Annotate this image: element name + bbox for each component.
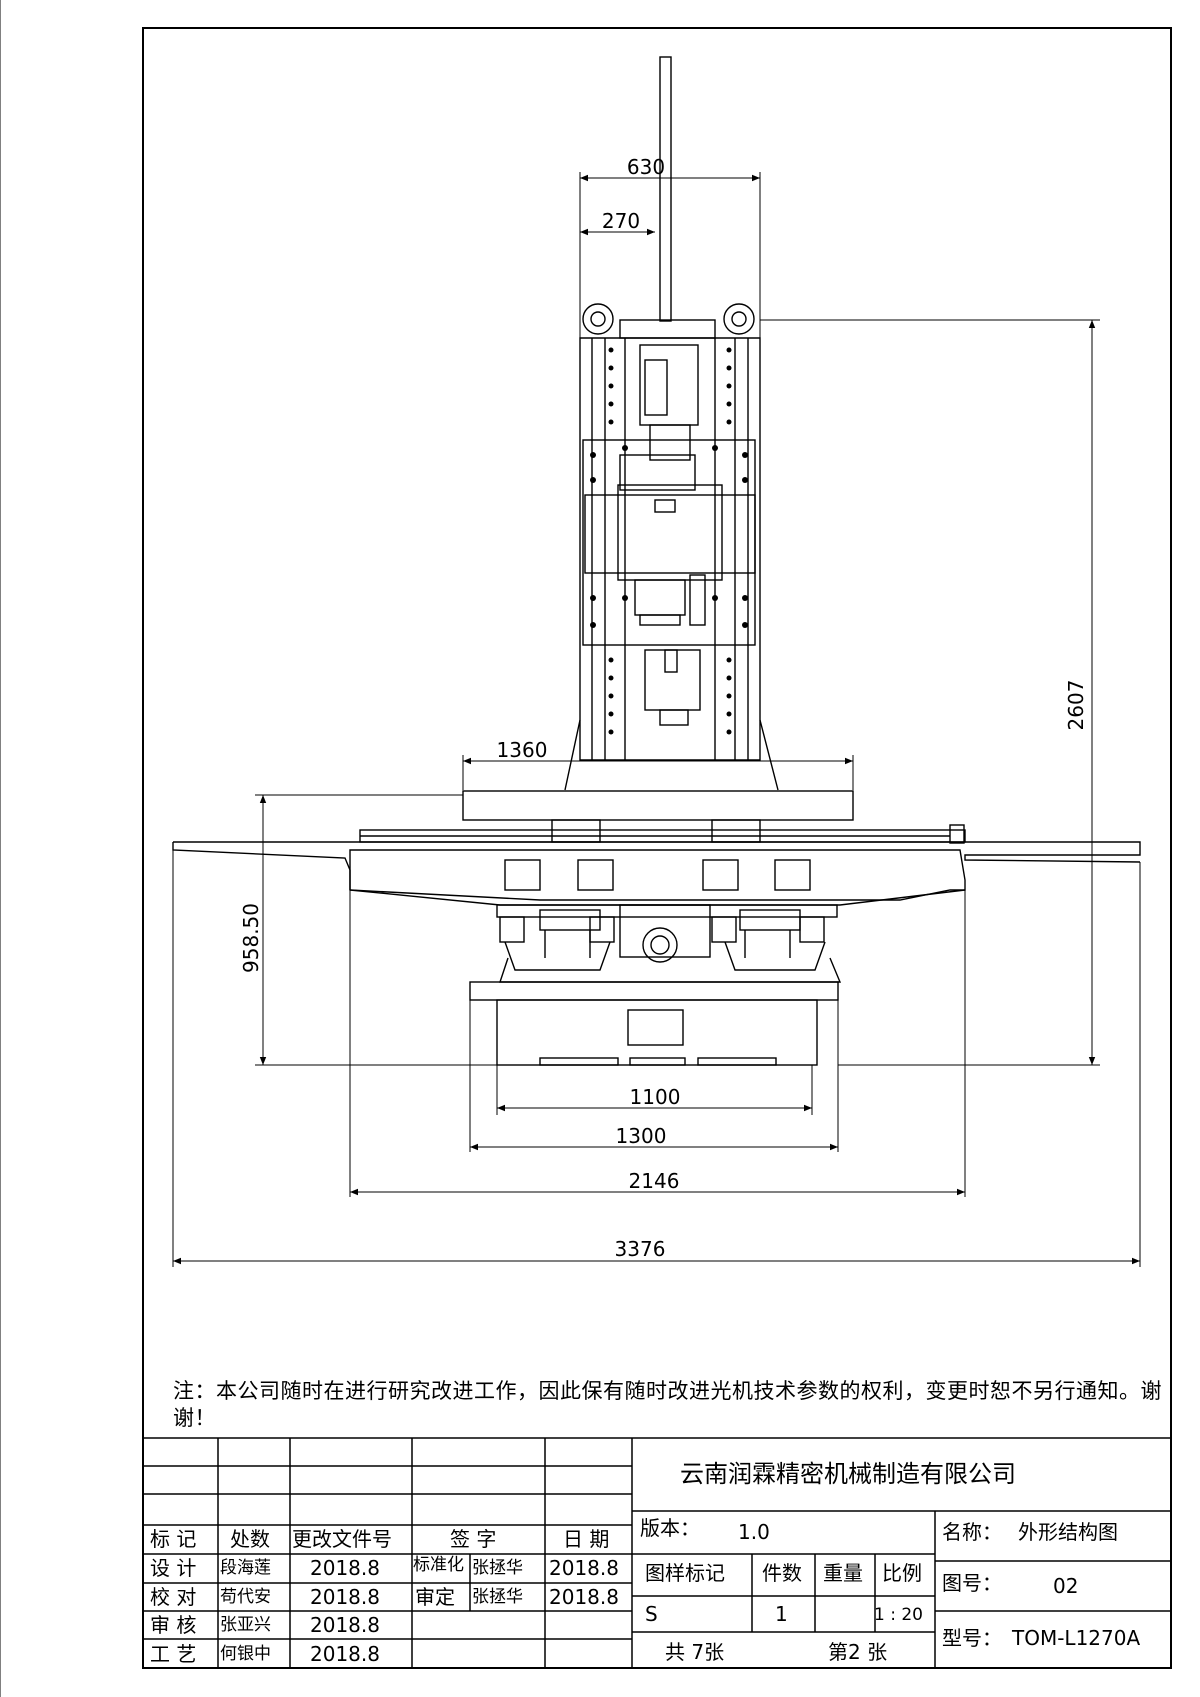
dim-1300: 1300 [616, 1124, 667, 1148]
dim-2607: 2607 [1064, 680, 1088, 731]
weight-label: 重量 [823, 1561, 863, 1585]
sample-mark-label: 图样标记 [645, 1561, 725, 1585]
name-check: 苟代安 [220, 1587, 271, 1607]
sample-mark-value: S [645, 1602, 658, 1626]
header-doc-no: 更改文件号 [292, 1527, 392, 1551]
model-label: 型号： [942, 1626, 1002, 1650]
date-check: 2018.8 [310, 1585, 380, 1609]
revision-note: 注：本公司随时在进行研究改进工作，因此保有随时改进光机技术参数的权利，变更时恕不… [173, 1379, 1162, 1430]
header-mark: 标 记 [150, 1527, 197, 1551]
role-check: 校 对 [150, 1585, 197, 1609]
dim-1360: 1360 [497, 738, 548, 762]
qty-value: 1 [775, 1602, 788, 1626]
dim-2146: 2146 [629, 1169, 680, 1193]
header-date: 日 期 [563, 1527, 610, 1551]
dim-270: 270 [602, 209, 640, 233]
name-label: 名称： [942, 1520, 1002, 1544]
drawing-no-label: 图号： [942, 1571, 1002, 1595]
dim-1100: 1100 [630, 1085, 681, 1109]
company-name: 云南润霖精密机械制造有限公司 [680, 1460, 1016, 1488]
sheets-total: 共 7张 [665, 1640, 725, 1664]
scale-label: 比例 [882, 1561, 922, 1585]
role-process: 工 艺 [150, 1642, 197, 1666]
sheet-number: 第2 张 [828, 1640, 888, 1664]
header-count: 处数 [230, 1527, 270, 1551]
name-approval: 张拯华 [472, 1587, 523, 1607]
name-review: 张亚兴 [220, 1615, 271, 1635]
drawing-name: 外形结构图 [1018, 1520, 1118, 1544]
date-review: 2018.8 [310, 1613, 380, 1637]
name-design: 段海莲 [220, 1558, 271, 1578]
version-label: 版本： [640, 1516, 700, 1540]
dim-630: 630 [627, 155, 665, 179]
name-process: 何银中 [220, 1644, 271, 1664]
role-standardization: 标准化 [413, 1555, 464, 1575]
machine-elevation [172, 56, 1141, 1066]
scale-value: 1 : 20 [874, 1605, 923, 1625]
qty-label: 件数 [762, 1561, 802, 1585]
title-block-grid [142, 1437, 1172, 1669]
role-review: 审 核 [150, 1613, 197, 1637]
dimension-lines [172, 172, 1141, 1267]
date-design: 2018.8 [310, 1556, 380, 1580]
model-value: TOM-L1270A [1012, 1626, 1141, 1650]
date-standardization: 2018.8 [549, 1556, 619, 1580]
drawing-no-value: 02 [1053, 1574, 1079, 1598]
name-standardization: 张拯华 [472, 1558, 523, 1578]
date-process: 2018.8 [310, 1642, 380, 1666]
role-design: 设 计 [150, 1556, 197, 1580]
dim-3376: 3376 [615, 1237, 666, 1261]
date-approval: 2018.8 [549, 1585, 619, 1609]
dim-958-50: 958.50 [239, 903, 263, 973]
header-signature: 签 字 [450, 1527, 497, 1551]
version-value: 1.0 [738, 1520, 770, 1544]
role-approval: 审定 [415, 1585, 455, 1609]
